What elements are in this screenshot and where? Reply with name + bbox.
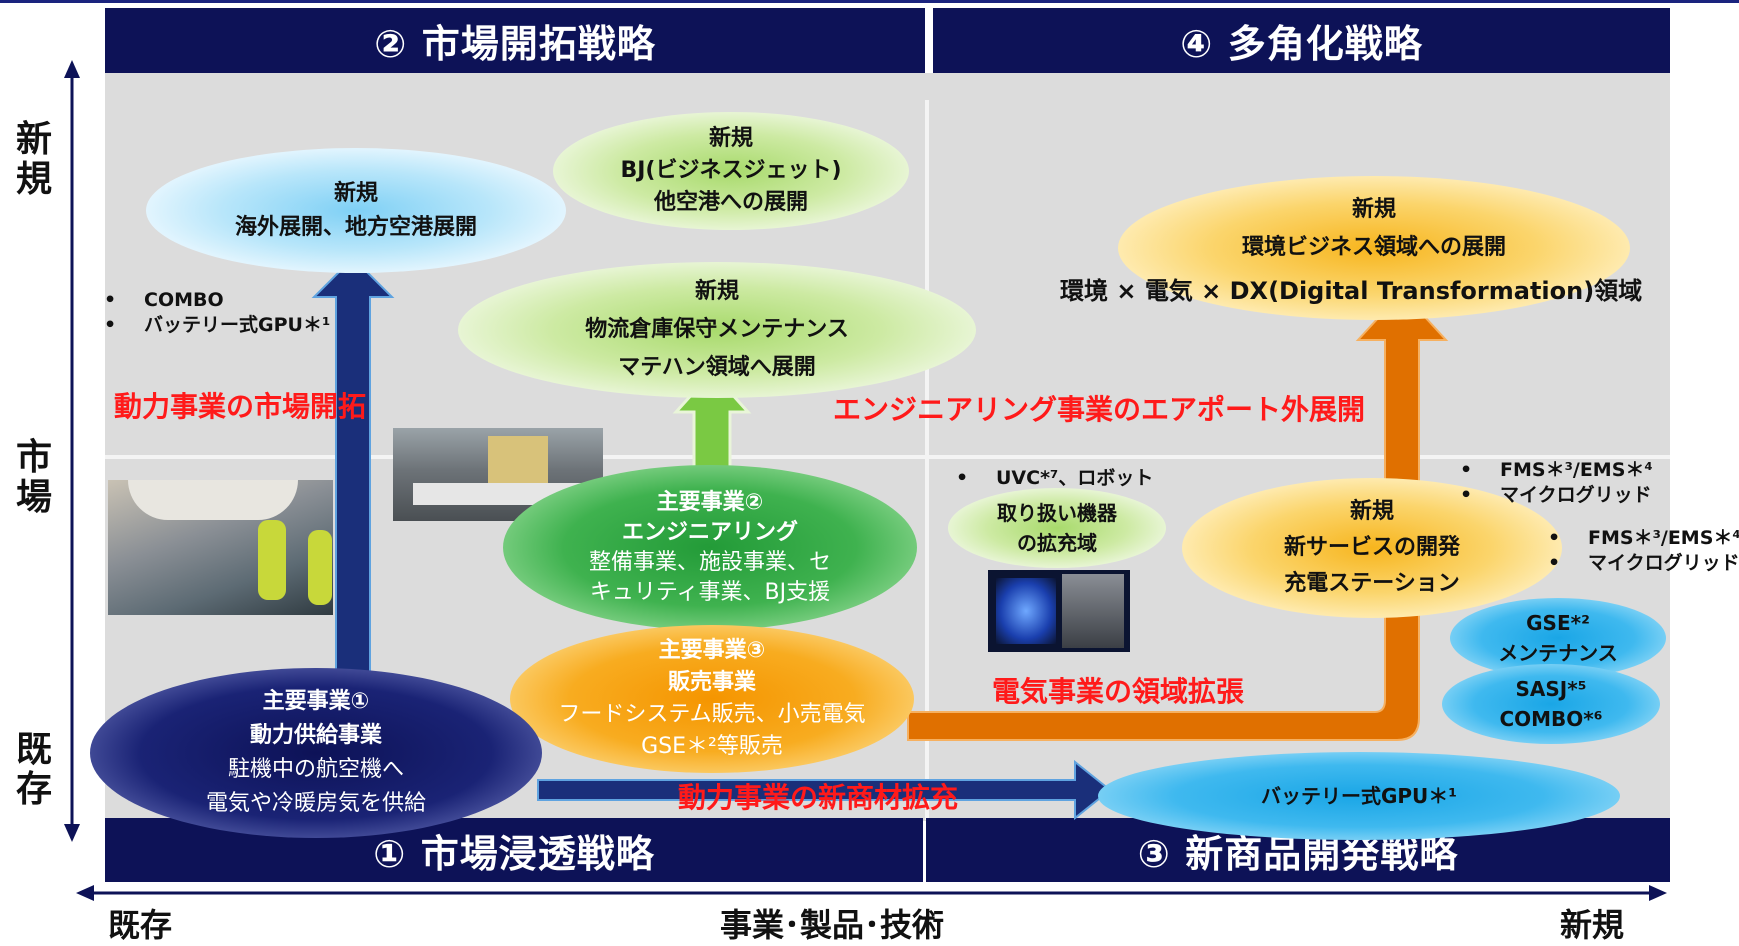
equipment-expansion-ellipse: 取り扱い機器の拡充域 <box>948 488 1166 568</box>
x-axis-right-arrowhead <box>1649 885 1667 901</box>
bullet-item: マイクログリッド <box>1548 551 1739 576</box>
environment-business-ellipse: 新規環境ビジネス領域への展開 <box>1118 176 1630 320</box>
fms-bullet-list-2: FMS＊³/EMS＊⁴ マイクログリッド <box>1548 526 1739 576</box>
x-axis-label-new: 新規 <box>1560 906 1625 944</box>
top-rule <box>0 0 1739 3</box>
bullet-item: バッテリー式GPU＊¹ <box>104 313 330 338</box>
sales-business-ellipse: 主要事業③ 販売事業 フードシステム販売、小売電気 GSE＊²等販売 <box>510 625 914 773</box>
horizontal-divider <box>105 455 1670 459</box>
header-diversification: ④ 多角化戦略 <box>933 8 1670 73</box>
label-engineering-outside-airport: エンジニアリング事業のエアポート外展開 <box>833 393 1366 426</box>
bullet-item: FMS＊³/EMS＊⁴ <box>1548 526 1739 551</box>
x-axis-left-arrowhead <box>76 885 94 901</box>
y-axis-top-arrowhead <box>64 60 80 78</box>
header-market-development: ② 市場開拓戦略 <box>105 8 925 73</box>
y-axis-label-existing: 既存 <box>15 729 52 810</box>
engineering-business-ellipse: 主要事業② エンジニアリング 整備事業、施設事業、セ キュリティ事業、BJ支援 <box>503 465 917 630</box>
vertical-divider <box>925 100 929 820</box>
label-power-new-products: 動力事業の新商材拡充 <box>678 781 959 814</box>
environment-domain-text: 環境 × 電気 × DX(Digital Transformation)領域 <box>1060 277 1643 305</box>
power-new-product-arrow <box>537 759 1112 821</box>
uvc-device-photo <box>988 570 1130 652</box>
logistics-maintenance-ellipse: 新規物流倉庫保守メンテナンスマテハン領域へ展開 <box>458 262 976 398</box>
y-axis-label-market: 市場 <box>15 437 52 518</box>
bullet-item: マイクログリッド <box>1460 483 1653 508</box>
bullet-item: UVC*⁷、ロボット <box>956 466 1153 491</box>
x-axis-label-existing: 既存 <box>108 906 173 944</box>
y-axis-bottom-arrowhead <box>64 824 80 842</box>
overseas-expansion-ellipse: 新規海外展開、地方空港展開 <box>146 148 566 273</box>
uvc-bullet-list: UVC*⁷、ロボット <box>956 466 1153 491</box>
power-supply-business-ellipse: 主要事業① 動力供給事業 駐機中の航空機へ 電気や冷暖房気を供給 <box>90 668 542 838</box>
bullet-item: COMBO <box>104 288 330 313</box>
airport-vehicle-photo <box>393 428 603 521</box>
power-market-arrow <box>311 256 395 681</box>
bullet-item: FMS＊³/EMS＊⁴ <box>1460 458 1653 483</box>
label-electric-expansion: 電気事業の領域拡張 <box>992 675 1245 708</box>
x-axis-label-business: 事業･製品･技術 <box>720 906 945 944</box>
left-bullet-list: COMBO バッテリー式GPU＊¹ <box>104 288 330 338</box>
fms-bullet-list-1: FMS＊³/EMS＊⁴ マイクログリッド <box>1460 458 1653 508</box>
ground-crew-photo <box>108 480 333 615</box>
new-service-ellipse: 新規新サービスの開発充電ステーション <box>1182 478 1562 618</box>
battery-gpu-ellipse: バッテリー式GPU＊¹ <box>1098 752 1620 840</box>
label-power-market-development: 動力事業の市場開拓 <box>114 390 367 423</box>
y-axis-label-new: 新規 <box>15 119 52 200</box>
